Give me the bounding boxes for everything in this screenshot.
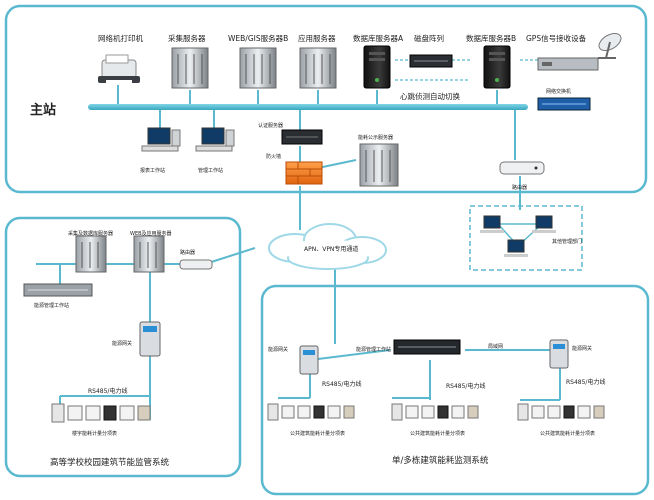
building-title: 单/多栋建筑能耗监测系统 bbox=[392, 456, 489, 466]
firewall-icon bbox=[285, 161, 323, 185]
building-meters-label-2: 公共建筑能耗计量分项表 bbox=[410, 431, 466, 437]
workstation-icon bbox=[141, 127, 181, 152]
building-bus-label-3: RS485/电力线 bbox=[566, 379, 606, 386]
router-icon bbox=[499, 161, 545, 175]
gps-label: GPS信号接收设备 bbox=[526, 34, 587, 43]
db-server-a-label: 数据库服务器A bbox=[353, 34, 404, 43]
manage-ws-label: 管理工作站 bbox=[198, 168, 224, 174]
campus-panel bbox=[4, 216, 242, 478]
campus-title: 高等学校校园建筑节能监管系统 bbox=[50, 458, 170, 468]
building-lan-label: 局域网 bbox=[488, 344, 504, 350]
db-server-b-label: 数据库服务器B bbox=[466, 34, 517, 43]
campus-gateway-label: 能源网关 bbox=[112, 341, 133, 347]
building-gateway-label-right: 能源网关 bbox=[572, 346, 593, 352]
campus-bus-label: RS485/电力线 bbox=[88, 388, 128, 395]
router-icon bbox=[179, 259, 213, 270]
building-meters-label-1: 公共建筑能耗计量分项表 bbox=[290, 431, 346, 437]
collect-server-label: 采集服务器 bbox=[168, 34, 206, 43]
disk-array-label: 磁盘阵列 bbox=[414, 34, 444, 43]
building-meters-label-3: 公共建筑能耗计量分项表 bbox=[540, 431, 596, 437]
server-icon bbox=[239, 47, 277, 89]
meter-row bbox=[267, 403, 355, 421]
campus-web-server-label: WEB及应用服务器 bbox=[130, 231, 172, 237]
server-icon bbox=[75, 235, 107, 273]
gateway-meter-icon bbox=[299, 345, 319, 375]
campus-meters-label: 楼宇能耗计量分项表 bbox=[72, 431, 118, 437]
main-bus bbox=[88, 104, 528, 110]
switch-label: 网络交换机 bbox=[546, 89, 572, 95]
campus-collect-server-label: 采集及数据库服务器 bbox=[68, 231, 114, 237]
building-gateway-label-left: 能源网关 bbox=[268, 347, 289, 353]
auth-server-icon bbox=[281, 129, 323, 145]
gateway-meter-icon bbox=[139, 321, 161, 357]
server-icon bbox=[299, 47, 337, 89]
meter-row bbox=[51, 403, 151, 423]
disk-array-icon bbox=[409, 54, 453, 68]
cloud-label: APN、VPN专用通道 bbox=[304, 246, 359, 253]
server-icon bbox=[133, 235, 165, 273]
heartbeat-label: 心跳侦测自动切换 bbox=[400, 92, 460, 101]
server-icon bbox=[171, 47, 209, 89]
printer-icon bbox=[98, 54, 140, 84]
building-ws-label: 能源管理工作站 bbox=[356, 347, 392, 353]
workstation-icon bbox=[532, 215, 556, 233]
workstation-icon bbox=[504, 239, 528, 257]
gps-receiver-icon bbox=[537, 57, 599, 71]
building-bus-label-1: RS485/电力线 bbox=[322, 381, 362, 388]
gateway-meter-icon bbox=[549, 339, 569, 369]
workstation-icon bbox=[480, 215, 504, 233]
server-icon bbox=[359, 143, 399, 187]
firewall-label: 防火墙 bbox=[266, 154, 282, 160]
campus-router-label: 路由器 bbox=[180, 250, 196, 256]
building-panel bbox=[260, 284, 650, 496]
meter-row bbox=[517, 403, 605, 421]
report-ws-label: 报表工作站 bbox=[140, 168, 166, 174]
auth-server-label: 认证服务器 bbox=[258, 123, 284, 129]
campus-energy-ws-label: 能源管理工作站 bbox=[34, 303, 70, 309]
network-switch-icon bbox=[393, 339, 461, 355]
router-label: 路由器 bbox=[512, 185, 528, 191]
meter-row bbox=[391, 403, 479, 421]
web-gis-server-label: WEB/GIS服务器B bbox=[228, 34, 289, 43]
other-depts-label: 其他管理部门 bbox=[552, 239, 583, 245]
satellite-dish-icon bbox=[598, 32, 622, 59]
app-server-label: 应用服务器 bbox=[298, 34, 336, 43]
energy-pub-server-label: 能耗公示服务器 bbox=[358, 135, 394, 141]
main-connectors bbox=[117, 85, 521, 344]
main-station-title: 主站 bbox=[30, 103, 57, 118]
building-bus-label-2: RS485/电力线 bbox=[446, 383, 486, 390]
printer-label: 网络机打印机 bbox=[98, 34, 143, 43]
db-server-b-icon bbox=[483, 45, 511, 89]
db-server-a-icon bbox=[363, 45, 391, 89]
workstation-icon bbox=[23, 283, 93, 297]
building-connectors bbox=[278, 349, 561, 401]
other-depts-panel bbox=[469, 205, 583, 271]
workstation-icon bbox=[195, 127, 235, 152]
network-switch-icon bbox=[537, 97, 591, 111]
